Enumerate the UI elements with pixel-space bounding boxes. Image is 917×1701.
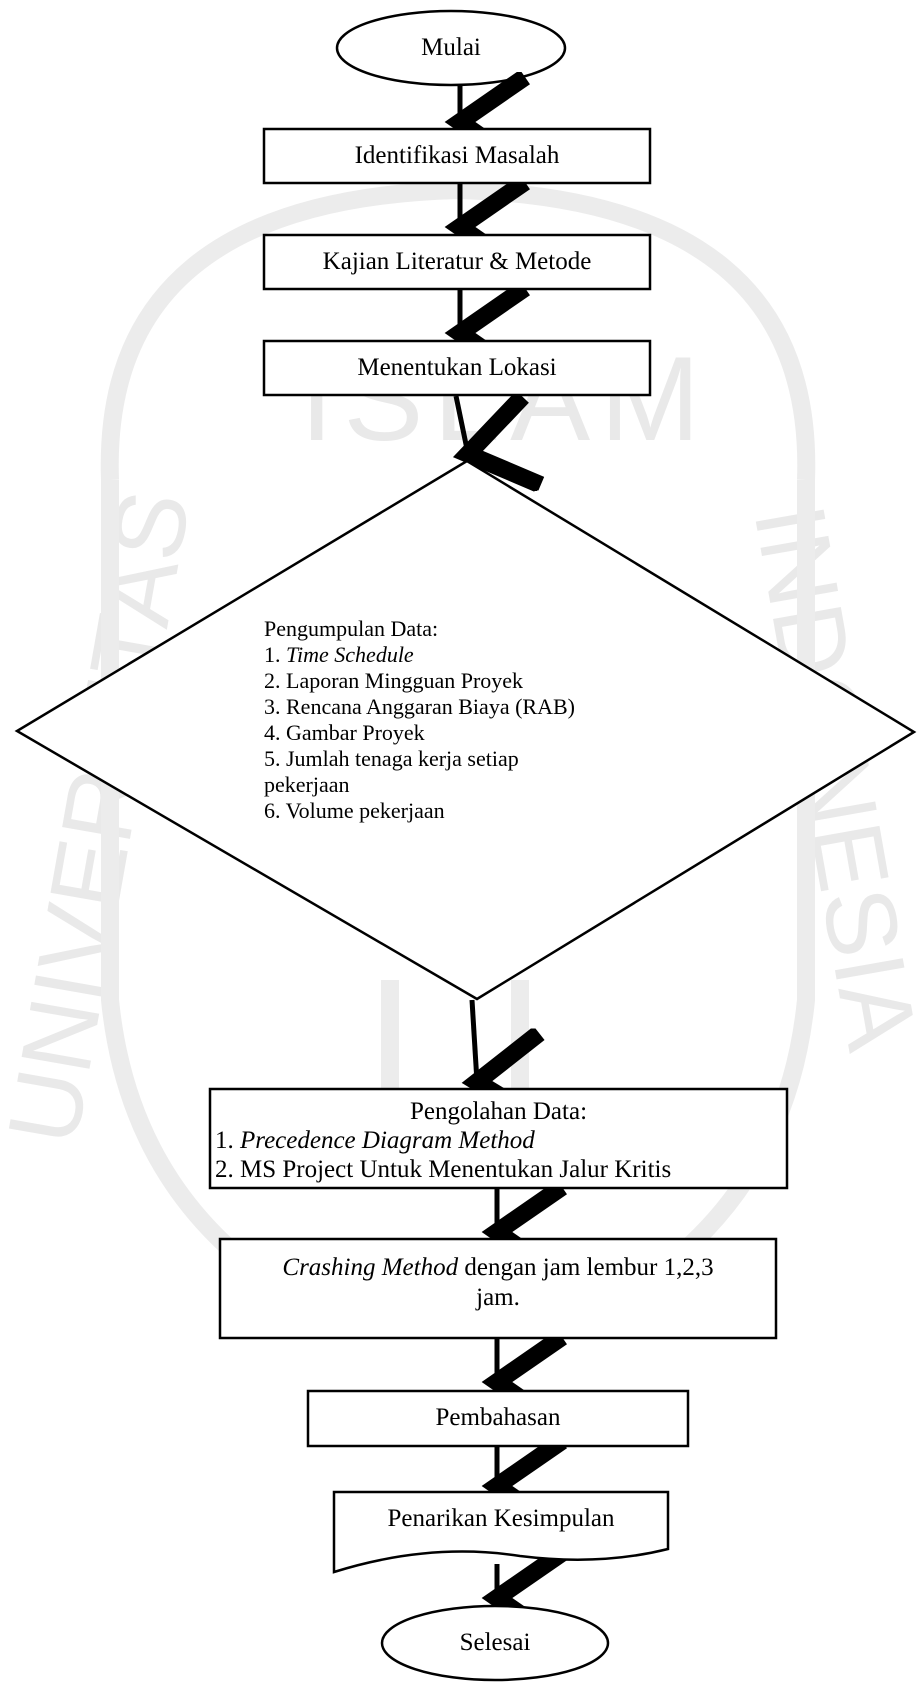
- decision-item-5-cont: pekerjaan: [264, 772, 350, 797]
- step2-box: [262, 233, 652, 291]
- crashing-line-2: jam.: [476, 1284, 520, 1311]
- decision-item-2: 2. Laporan Mingguan Proyek: [264, 668, 524, 693]
- step1-box: [262, 127, 652, 185]
- processing-title: Pengolahan Data:: [409, 1098, 588, 1125]
- conclusion-label: Penarikan Kesimpulan: [387, 1505, 615, 1532]
- decision-item-4: 4. Gambar Proyek: [264, 720, 425, 745]
- decision-diamond: [14, 459, 917, 1001]
- arrow-decision-to-processing: [472, 999, 477, 1082]
- decision-item-6: 6. Volume pekerjaan: [264, 798, 445, 823]
- start-label: Mulai: [421, 34, 481, 61]
- processing-box: [208, 1087, 789, 1190]
- arrow-step3-to-decision: [456, 396, 468, 454]
- discussion-box: [306, 1389, 690, 1448]
- decision-title: Pengumpulan Data:: [264, 616, 439, 641]
- step3-label: Menentukan Lokasi: [357, 354, 557, 381]
- crashing-line-1: Crashing Method dengan jam lembur 1,2,3: [282, 1254, 714, 1281]
- conclusion-document-shape: [332, 1490, 670, 1574]
- crashing-box: [218, 1237, 778, 1340]
- discussion-label: Pembahasan: [435, 1404, 561, 1431]
- step1-label: Identifikasi Masalah: [354, 142, 560, 169]
- step3-box: [262, 339, 652, 397]
- processing-item-1: 1. Precedence Diagram Method: [215, 1127, 535, 1154]
- decision-item-1: 1. Time Schedule: [264, 642, 414, 667]
- processing-item-2: 2. MS Project Untuk Menentukan Jalur Kri…: [215, 1156, 672, 1183]
- decision-item-5: 5. Jumlah tenaga kerja setiap: [264, 746, 519, 771]
- decision-content: Pengumpulan Data: 1. Time Schedule 2. La…: [264, 616, 575, 824]
- step2-label: Kajian Literatur & Metode: [322, 248, 592, 275]
- end-terminal: [380, 1604, 610, 1682]
- end-label: Selesai: [459, 1629, 531, 1656]
- decision-item-3: 3. Rencana Anggaran Biaya (RAB): [264, 694, 575, 719]
